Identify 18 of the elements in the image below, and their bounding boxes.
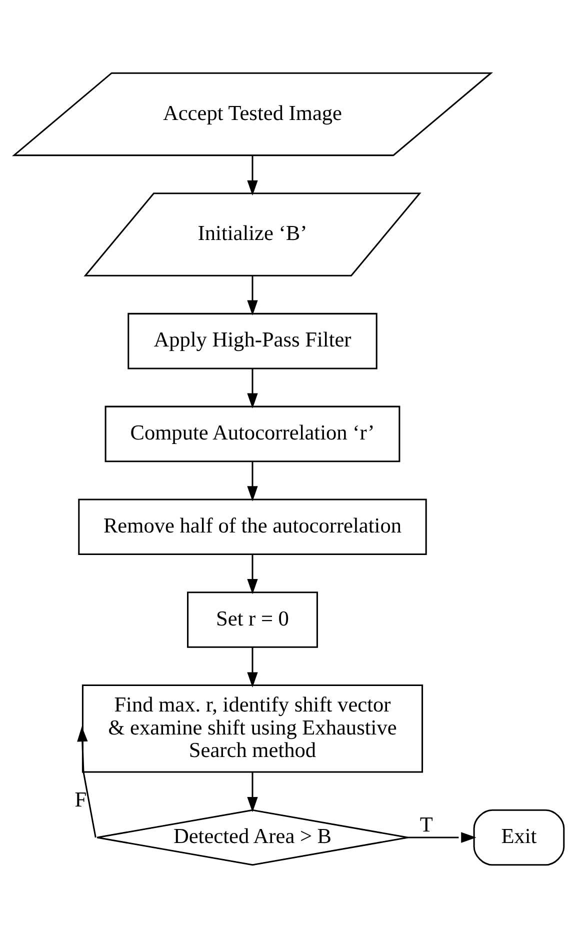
arrow	[408, 832, 476, 843]
edge-label: T	[420, 812, 433, 837]
node-box: Compute Autocorrelation ‘r’	[104, 406, 400, 462]
node-box: Find max. r, identify shift vector & examine shift using Exhaustive Search method	[82, 684, 424, 773]
arrow	[247, 276, 258, 316]
arrow	[77, 726, 96, 838]
node-box: Remove half of the autocorrelation	[78, 498, 427, 556]
arrow	[247, 554, 258, 594]
arrow	[247, 462, 258, 502]
node-box: Apply High-Pass Filter	[128, 312, 378, 370]
node-diamond: Detected Area > B	[96, 809, 409, 866]
node-box: Exit	[473, 809, 565, 866]
edge-label: F	[74, 788, 87, 812]
arrow	[247, 368, 258, 409]
arrow	[247, 155, 258, 196]
arrow	[247, 647, 258, 688]
arrow	[247, 772, 258, 812]
node-box: Set r = 0	[187, 592, 318, 648]
